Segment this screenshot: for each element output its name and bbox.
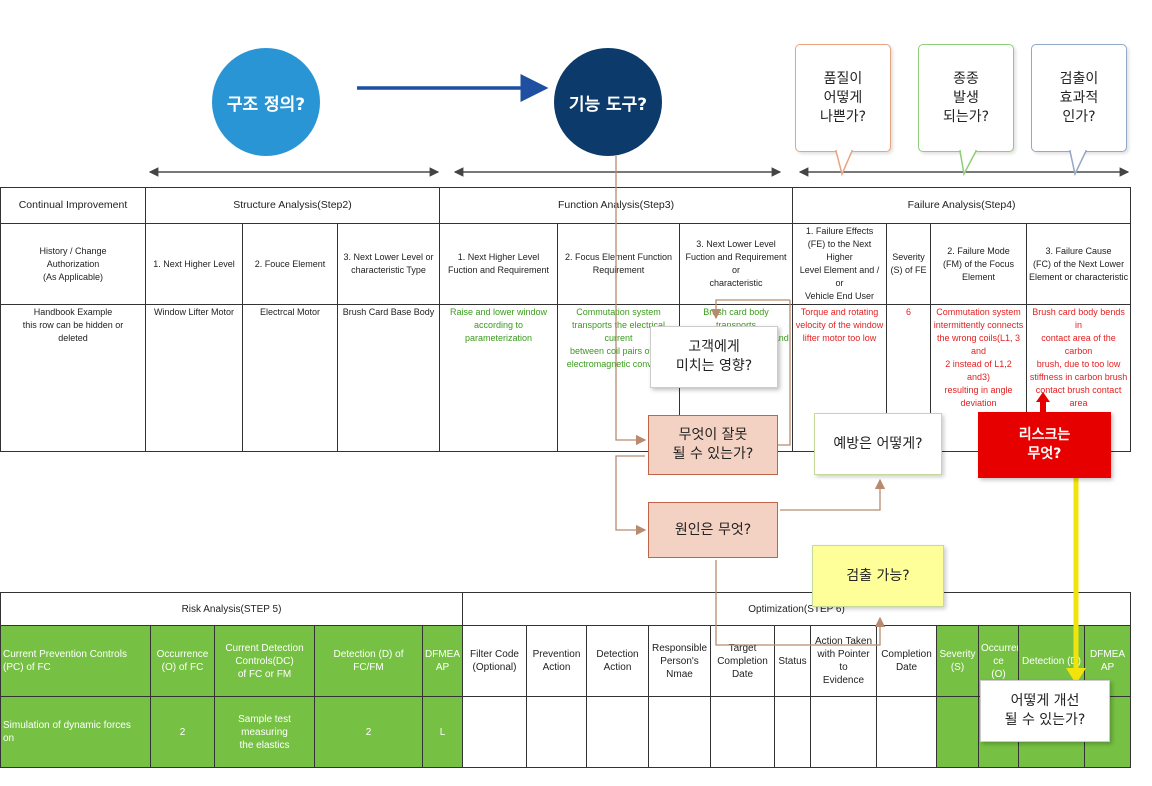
- function-circle-label: 기능 도구?: [568, 94, 648, 115]
- data-empty: [586, 696, 649, 768]
- fmea-analysis-table: Continual Improvement Structure Analysis…: [0, 187, 1132, 452]
- function-circle: 기능 도구?: [554, 48, 662, 156]
- sub-severity: Severity (S) of FE: [886, 223, 932, 305]
- sub-lower-function: 3. Next Lower Level Fuction and Requirem…: [678, 223, 794, 305]
- hdr-occurrence: Occurrence (O) of FC: [150, 625, 215, 697]
- structure-circle: 구조 정의?: [212, 48, 320, 156]
- detectable-box: 검출 가능?: [812, 545, 944, 607]
- prevention-box: 예방은 어떻게?: [814, 413, 942, 475]
- header-structure-analysis: Structure Analysis(Step2): [145, 187, 440, 224]
- hdr-dfmea-ap: DFMEA AP: [422, 625, 463, 697]
- hdr-status: Status: [774, 625, 811, 697]
- data-occurrence: 2: [150, 696, 215, 768]
- structure-circle-label: 구조 정의?: [226, 94, 306, 115]
- root-cause-box: 원인은 무엇?: [648, 502, 778, 558]
- sub-failure-effects: 1. Failure Effects (FE) to the Next High…: [792, 223, 888, 305]
- header-continual-improvement: Continual Improvement: [0, 187, 146, 224]
- hdr-detection-action: Detection Action: [586, 625, 649, 697]
- hdr-prevention-controls: Current Prevention Controls (PC) of FC: [0, 625, 151, 697]
- body-next-lower: Brush Card Base Body: [337, 304, 440, 452]
- what-can-go-wrong-box: 무엇이 잘못 될 수 있는가?: [648, 415, 778, 475]
- risk-analysis-title: Risk Analysis(STEP 5): [0, 592, 463, 626]
- data-detection: 2: [314, 696, 423, 768]
- hdr-detection-controls: Current Detection Controls(DC) of FC or …: [214, 625, 315, 697]
- data-empty: [462, 696, 527, 768]
- sub-higher-function: 1. Next Higher Level Fuction and Require…: [439, 223, 558, 305]
- hdr-severity: Severity (S): [936, 625, 979, 697]
- body-higher-function: Raise and lower window according to para…: [439, 304, 558, 452]
- sub-next-higher: 1. Next Higher Level: [145, 223, 243, 305]
- data-empty: [710, 696, 775, 768]
- body-next-higher: Window Lifter Motor: [145, 304, 243, 452]
- improvement-box: 어떻게 개선 될 수 있는가?: [980, 680, 1110, 742]
- risk-box: 리스크는 무엇?: [978, 412, 1111, 478]
- data-empty: [810, 696, 877, 768]
- data-empty: [526, 696, 587, 768]
- data-empty: [774, 696, 811, 768]
- hdr-prevention-action: Prevention Action: [526, 625, 587, 697]
- hdr-responsible: Responsible Person's Nmae: [648, 625, 711, 697]
- hdr-filter-code: Filter Code (Optional): [462, 625, 527, 697]
- body-focus-element: Electrcal Motor: [242, 304, 338, 452]
- hdr-target-date: Target Completion Date: [710, 625, 775, 697]
- risk-optimization-table: Risk Analysis(STEP 5) Optimization(STEP …: [0, 592, 1132, 768]
- sub-focus-element: 2. Fouce Element: [242, 223, 338, 305]
- data-detection-controls: Sample test measuring the elastics: [214, 696, 315, 768]
- header-function-analysis: Function Analysis(Step3): [438, 187, 794, 224]
- sub-focus-function: 2. Focus Element Function Requirement: [557, 223, 680, 305]
- data-empty: [648, 696, 711, 768]
- customer-impact-box: 고객에게 미치는 영향?: [650, 326, 778, 388]
- sub-history: History / Change Authorization (As Appli…: [0, 223, 146, 305]
- data-empty: [876, 696, 937, 768]
- data-empty-green: [936, 696, 979, 768]
- body-history: Handbook Example this row can be hidden …: [0, 304, 146, 452]
- effect-question-bubble: 품질이 어떻게 나쁜가?: [795, 44, 891, 152]
- sub-next-lower: 3. Next Lower Level or characteristic Ty…: [337, 223, 440, 305]
- hdr-completion-date: Completion Date: [876, 625, 937, 697]
- optimization-title: Optimization(STEP 6): [461, 592, 1132, 626]
- sub-failure-mode: 2. Failure Mode (FM) of the Focus Elemen…: [930, 223, 1028, 305]
- data-prevention-controls: Simulation of dynamic forces on: [0, 696, 151, 768]
- data-dfmea-ap: L: [422, 696, 463, 768]
- sub-failure-cause: 3. Failure Cause (FC) of the Next Lower …: [1026, 223, 1132, 305]
- detection-question-bubble: 검출이 효과적 인가?: [1031, 44, 1127, 152]
- header-failure-analysis: Failure Analysis(Step4): [792, 187, 1132, 224]
- occurrence-question-bubble: 종종 발생 되는가?: [918, 44, 1014, 152]
- hdr-detection: Detection (D) of FC/FM: [314, 625, 423, 697]
- hdr-action-taken: Action Taken with Pointer to Evidence: [810, 625, 877, 697]
